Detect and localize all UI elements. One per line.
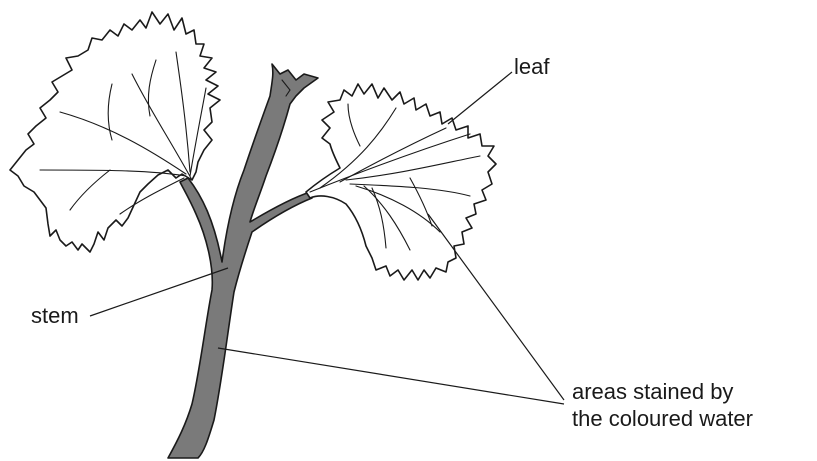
right-leaf: [306, 84, 496, 280]
stained-areas-label: areas stained by the coloured water: [572, 378, 753, 432]
stained-areas-label-line2: the coloured water: [572, 405, 753, 432]
areas-leader-line-leaf: [428, 214, 564, 400]
stained-areas-label-line1: areas stained by: [572, 378, 753, 405]
left-leaf: [10, 12, 220, 252]
left-leaf-outline: [10, 12, 220, 252]
stem-leader-line: [90, 268, 228, 316]
areas-leader-line-stem: [218, 348, 564, 404]
stem-label: stem: [31, 302, 79, 329]
leaf-label: leaf: [514, 53, 549, 80]
leaf-leader-line: [448, 72, 512, 124]
